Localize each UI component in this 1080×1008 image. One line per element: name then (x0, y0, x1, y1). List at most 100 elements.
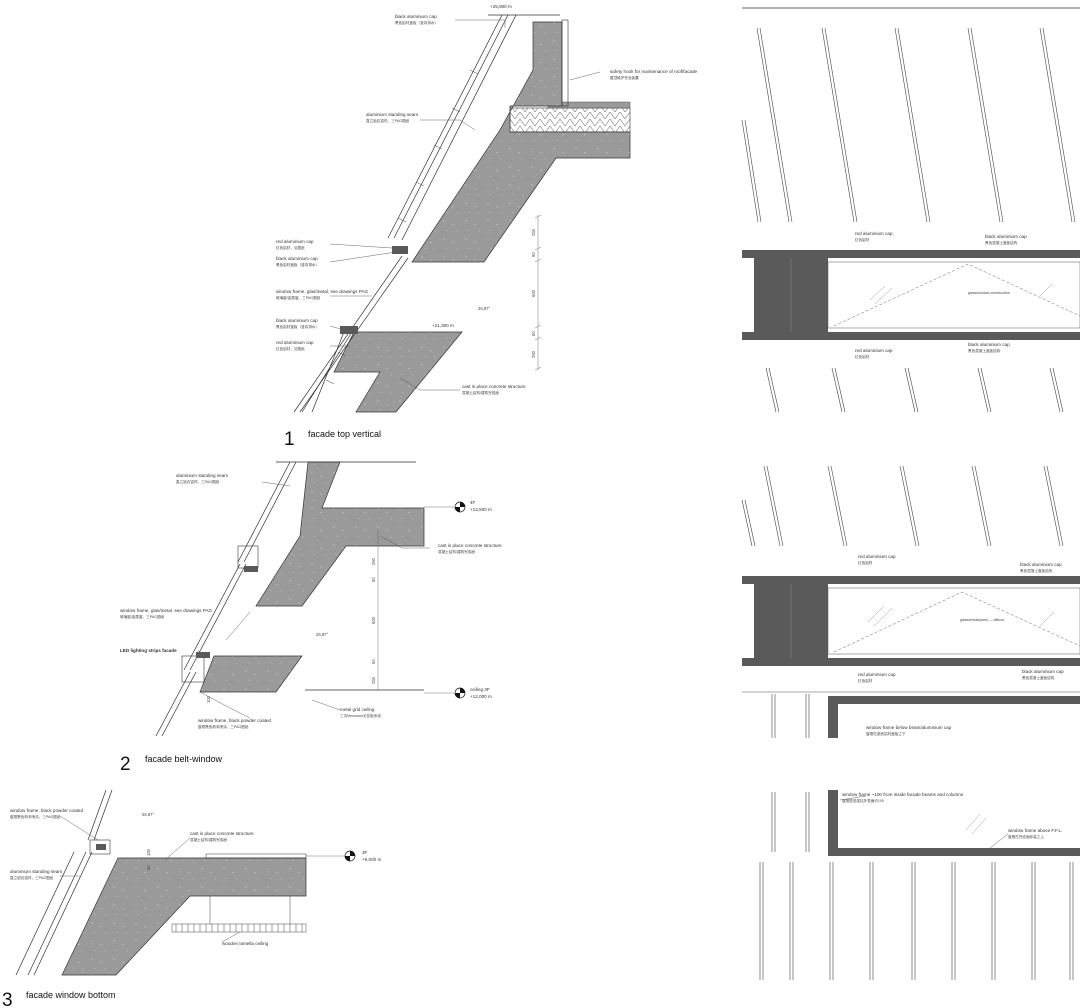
detail-1: 250 50 600 50 250 +25,900 m black alumin… (276, 4, 698, 450)
elev2-red-cap-top: red aluminium cap (858, 554, 896, 559)
label-red-cap2-cn: 红色铝材，见图纸 (276, 346, 305, 351)
elev1-red-cap-top-cn: 红色铝材 (855, 237, 870, 242)
dim-2c: 600 (371, 616, 376, 624)
elev1-window (827, 261, 1080, 329)
concrete-structure-lower (333, 331, 463, 413)
elev1-band-bottom (742, 332, 1080, 340)
label-red-cap-cn: 红色铝材，见图纸 (276, 245, 305, 250)
leaders-1 (329, 19, 601, 391)
elev1-band-top (742, 250, 1080, 258)
label-standing-seam-2: aluminium standing seam (176, 473, 228, 478)
elev2-window-below-cn: 窗框在梁底铝材盖板之下 (866, 731, 906, 736)
leaders-2 (197, 481, 430, 719)
level-marker-3f (344, 850, 356, 862)
concrete-beam-2-lower (199, 655, 303, 693)
elev1-black-cap2: black aluminium cap (968, 342, 1010, 347)
detail-2-number: 2 (120, 754, 131, 775)
leaders-3 (59, 815, 241, 943)
label-metal-grid-cn: 三次Mesoamo天花板系统 (340, 713, 381, 718)
label-concrete-3-cn: 混凝土结构/建筑完成面 (190, 837, 227, 842)
level-mid: +21,300 m (432, 323, 454, 328)
angle-3: 26,87° (142, 812, 154, 817)
black-cap-1 (392, 246, 408, 254)
elev3-upper-verticals (771, 792, 810, 852)
elev2-window-below: window frame below beam/aluminium cap (866, 725, 952, 730)
label-black-cap2: black aluminium cap (276, 256, 318, 261)
level-3f: 3F (362, 850, 368, 855)
label-black-cap3: black aluminium cap (276, 318, 318, 323)
floor-finish-3 (205, 853, 307, 859)
dim-3b: 50 (146, 865, 151, 870)
elev1-red-cap-top: red aluminium cap (855, 231, 893, 236)
dim-3a: 100 (146, 848, 151, 856)
elev2-black-cap-cn: 黑色混凝土盖板结构 (1020, 568, 1053, 573)
detail-1-title: facade top vertical (308, 429, 381, 439)
elev2-band-top (742, 576, 1080, 584)
black-cap-3 (96, 844, 106, 850)
window-sill-3 (89, 839, 111, 855)
elev2-sill-band (828, 696, 1080, 704)
elev3-window-above: window frame above F.F.L. (1008, 828, 1062, 833)
dim-1d: 50 (531, 331, 536, 336)
concrete-structure-upper (411, 21, 631, 263)
elev2-lower-verticals (771, 694, 810, 738)
elev2-red-cap-bot-cn: 红色铝材 (858, 678, 873, 683)
elev1-black-cap-cn: 黑色混凝土盖板结构 (985, 240, 1018, 245)
window-sill-2 (181, 655, 205, 683)
elev2-glass-note: glass/metal/panel — diffuse (960, 618, 1004, 622)
level-4f: 4F (470, 500, 476, 505)
label-led: LED lighting strips facade (120, 648, 177, 653)
black-cap-2b (196, 652, 210, 658)
label-red-cap: red aluminium cap (276, 239, 314, 244)
label-concrete-2-cn: 混凝土结构/建筑完成面 (438, 549, 475, 554)
dim-2d: 50 (371, 659, 376, 664)
dim-ticks-1 (534, 214, 542, 371)
label-window-black-3: window frame, black powder coated (10, 808, 83, 813)
elev2-red-cap-top-cn: 红色铝材 (858, 560, 873, 565)
label-concrete-3: cast in place concrete structure (190, 831, 254, 836)
dim-2b: 50 (371, 577, 376, 582)
detail-2: 250 50 600 50 250 100 4F +13,500 m ceili… (120, 461, 502, 775)
elev2-window (827, 587, 1080, 655)
elev1-red-cap-bot: red aluminium cap (855, 348, 893, 353)
detail-2-title: facade belt-window (145, 754, 223, 764)
label-concrete-2: cast in place concrete structure (438, 543, 502, 548)
label-standing-seam-3: aluminium standing seam (10, 869, 62, 874)
label-standing-seam-2-cn: 直立锁边铝材，三PAG图纸 (176, 479, 220, 484)
elev2-cladding-top (741, 465, 1064, 547)
label-safety-hook: safety hook for maintenance of roof/faca… (610, 69, 698, 74)
label-window-frame-2-cn: 玻璃窗/金属窗，三PAG图纸 (120, 614, 165, 619)
level-top: +25,900 m (490, 4, 512, 9)
detail-3: 3F +9,000 m 100 50 window frame, black p… (2, 789, 381, 1008)
label-window-frame: window frame, glas/metal, see drawings P… (276, 289, 369, 294)
elev3-sill-band (828, 848, 1080, 856)
label-black-cap-cn: 黑色铝材盖板（竖向排水） (395, 20, 438, 25)
level-3f-val: +9,000 m (362, 857, 381, 862)
label-wooden: wooden lamella ceiling (222, 941, 269, 946)
concrete-slab-3 (61, 857, 307, 976)
concrete-beam-2-upper (255, 461, 425, 607)
label-metal-grid: metal grid ceiling (340, 707, 375, 712)
seam-ticks (325, 69, 479, 385)
elev2-band-bottom (742, 658, 1080, 666)
dim-2e: 250 (371, 676, 376, 684)
label-window-black-2: window frame, black powder coated (198, 718, 271, 723)
detail-3-title: facade window bottom (26, 990, 116, 1000)
dim-1e: 250 (531, 350, 536, 358)
dim-1a: 250 (531, 228, 536, 236)
angle-1: 26,87° (478, 306, 490, 311)
dim-1c: 600 (531, 289, 536, 297)
cladding-lines-3 (15, 789, 113, 976)
label-red-cap2: red aluminium cap (276, 340, 314, 345)
ceiling-3f: ceiling 3F (470, 687, 490, 692)
elevation-3: window frame ~100 from inside facade bea… (759, 790, 1080, 980)
elev3-window-inside: window frame ~100 from inside facade bea… (842, 792, 964, 797)
elev3-lower-verticals (759, 862, 1074, 980)
dim-2a: 250 (371, 557, 376, 565)
level-marker-4f (424, 501, 466, 513)
label-safety-hook-cn: 屋顶维护安全装置 (610, 75, 639, 80)
elevation-2: red aluminium cap 红色铝材 black aluminium c… (741, 465, 1080, 738)
detail-1-number: 1 (284, 429, 295, 450)
elev2-black-cap: black aluminium cap (1020, 562, 1062, 567)
level-4f-val: +13,500 m (470, 507, 492, 512)
